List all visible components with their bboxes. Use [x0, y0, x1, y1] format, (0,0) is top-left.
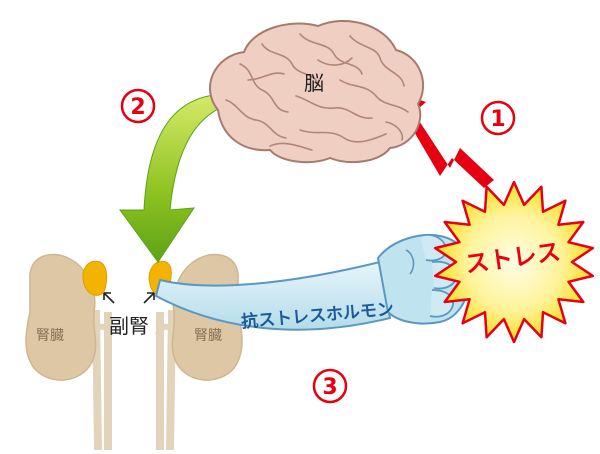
brain-icon — [209, 19, 424, 164]
kidney-left-label: 腎臓 — [36, 328, 64, 344]
stress-burst — [433, 180, 595, 344]
adrenal-left-shape — [82, 260, 108, 296]
step-3-number: 3 — [322, 375, 337, 400]
kidney-right-label: 腎臓 — [194, 328, 222, 344]
green-arrow — [119, 93, 237, 263]
brain-label: 脳 — [304, 71, 324, 95]
step-1-number: 1 — [490, 107, 505, 132]
pointer-left-icon — [103, 292, 115, 304]
pointer-right-icon — [143, 292, 155, 304]
adrenal-label: 副腎 — [109, 314, 149, 338]
step-2-number: 2 — [130, 95, 145, 120]
step-3: 3 — [312, 368, 348, 404]
kidney-illustration — [25, 253, 243, 451]
step-2: 2 — [120, 88, 156, 124]
step-1: 1 — [480, 100, 516, 136]
kidney-left-shape — [25, 253, 97, 381]
